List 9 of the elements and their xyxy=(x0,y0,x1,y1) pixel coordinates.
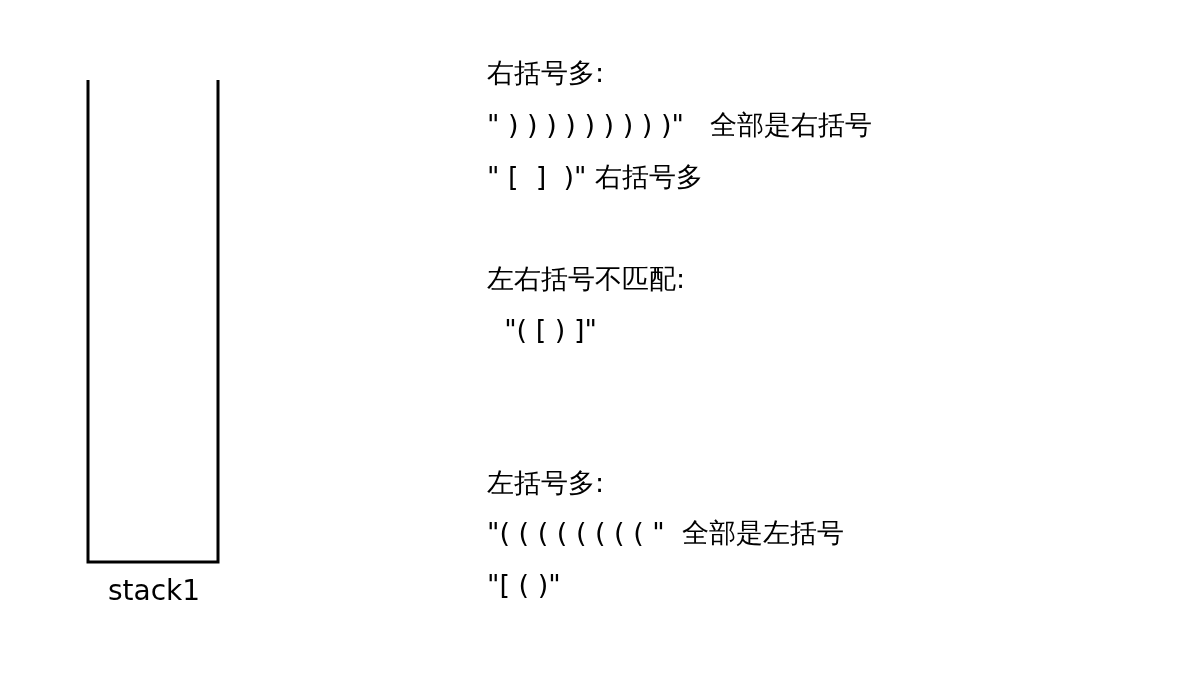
note-text: 右括号多: xyxy=(487,56,605,90)
stack-label: stack1 xyxy=(106,574,202,608)
note-text: " [ ] )" 右括号多 xyxy=(487,160,703,194)
note-text: " ) ) ) ) ) ) ) ) )" 全部是右括号 xyxy=(487,108,872,142)
note-text: "( [ ) ]" xyxy=(503,313,597,347)
note-text: 左括号多: xyxy=(487,466,605,500)
note-text: "( ( ( ( ( ( ( ( " 全部是左括号 xyxy=(487,516,844,550)
note-text: "[ ( )" xyxy=(487,568,561,602)
note-text: 左右括号不匹配: xyxy=(487,262,686,296)
